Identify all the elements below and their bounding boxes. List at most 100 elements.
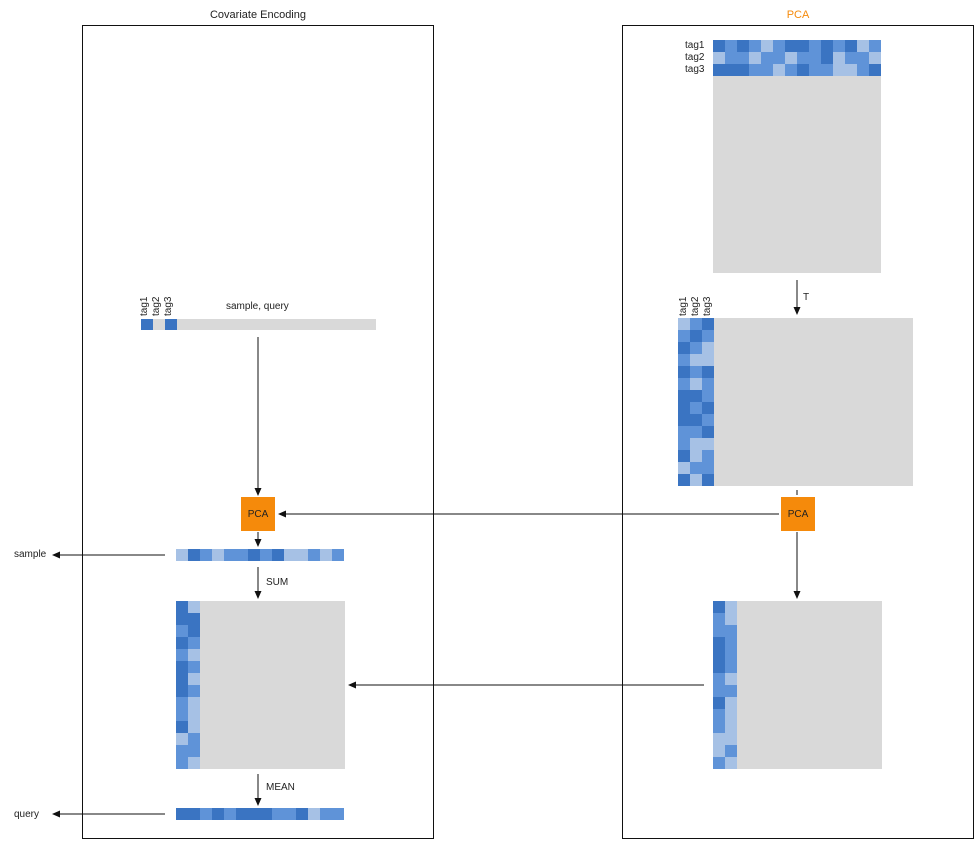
tile [678, 402, 690, 414]
tile [690, 390, 702, 402]
tile [308, 549, 320, 561]
tile [857, 64, 869, 76]
tile [188, 808, 200, 820]
tile [713, 685, 725, 697]
tile [821, 64, 833, 76]
tile [713, 757, 725, 769]
tile [224, 549, 236, 561]
tile [702, 426, 714, 438]
tile [713, 721, 725, 733]
tile [857, 40, 869, 52]
tile [761, 52, 773, 64]
tile [272, 549, 284, 561]
tile [725, 745, 737, 757]
tile [678, 462, 690, 474]
top-matrix-body [713, 40, 881, 273]
tile [690, 378, 702, 390]
tile [176, 733, 188, 745]
tile [702, 318, 714, 330]
tile [713, 613, 725, 625]
tile [725, 637, 737, 649]
tile [702, 378, 714, 390]
tile [785, 52, 797, 64]
tile [845, 40, 857, 52]
tile [690, 342, 702, 354]
tile [702, 450, 714, 462]
tile [188, 697, 200, 709]
tile [284, 808, 296, 820]
tile [678, 318, 690, 330]
tile [737, 52, 749, 64]
tile [690, 318, 702, 330]
tile [165, 319, 177, 330]
pca-panel-title: PCA [786, 9, 810, 21]
left-matrix-body [176, 601, 345, 769]
tile [176, 549, 188, 561]
tile [308, 808, 320, 820]
tile [188, 637, 200, 649]
tile [212, 549, 224, 561]
tile [690, 426, 702, 438]
tile [821, 40, 833, 52]
tile [857, 52, 869, 64]
tile [845, 52, 857, 64]
sample-output-label: sample [14, 549, 47, 560]
tile [690, 402, 702, 414]
tile [725, 40, 737, 52]
tile [332, 808, 344, 820]
tile [200, 808, 212, 820]
tile [809, 52, 821, 64]
tile [320, 808, 332, 820]
tile [702, 474, 714, 486]
tile [260, 549, 272, 561]
row-tag1-label: tag1 [685, 40, 705, 51]
tile [188, 625, 200, 637]
tile [678, 330, 690, 342]
tile [236, 549, 248, 561]
pca-box-left: PCA [241, 497, 275, 531]
tile [678, 378, 690, 390]
tile [176, 613, 188, 625]
tile [248, 549, 260, 561]
sum-label: SUM [266, 577, 289, 588]
tile [260, 808, 272, 820]
tile [725, 673, 737, 685]
sample-query-label: sample, query [226, 301, 289, 312]
tile [725, 601, 737, 613]
tile [678, 474, 690, 486]
row-tag2-label: tag2 [685, 52, 705, 63]
tile [725, 661, 737, 673]
tile [678, 438, 690, 450]
tile [188, 721, 200, 733]
tile [296, 808, 308, 820]
tile [176, 808, 188, 820]
right-bottom-matrix-body [713, 601, 882, 769]
tile [713, 709, 725, 721]
tile [713, 40, 725, 52]
tile [725, 52, 737, 64]
tile [845, 64, 857, 76]
tile [713, 661, 725, 673]
tile [272, 808, 284, 820]
tile [188, 685, 200, 697]
tile [690, 354, 702, 366]
tile [713, 745, 725, 757]
tile [678, 426, 690, 438]
tile [713, 637, 725, 649]
tile [833, 52, 845, 64]
tile [797, 64, 809, 76]
tile [833, 64, 845, 76]
transposed-matrix-body [678, 318, 913, 486]
tile [761, 64, 773, 76]
tile [725, 649, 737, 661]
tile [678, 366, 690, 378]
tile [690, 474, 702, 486]
tile [702, 414, 714, 426]
tile [725, 697, 737, 709]
transpose-label: T [803, 292, 810, 303]
tile [869, 64, 881, 76]
tile [702, 402, 714, 414]
tile [702, 390, 714, 402]
tile [725, 685, 737, 697]
tile [713, 601, 725, 613]
